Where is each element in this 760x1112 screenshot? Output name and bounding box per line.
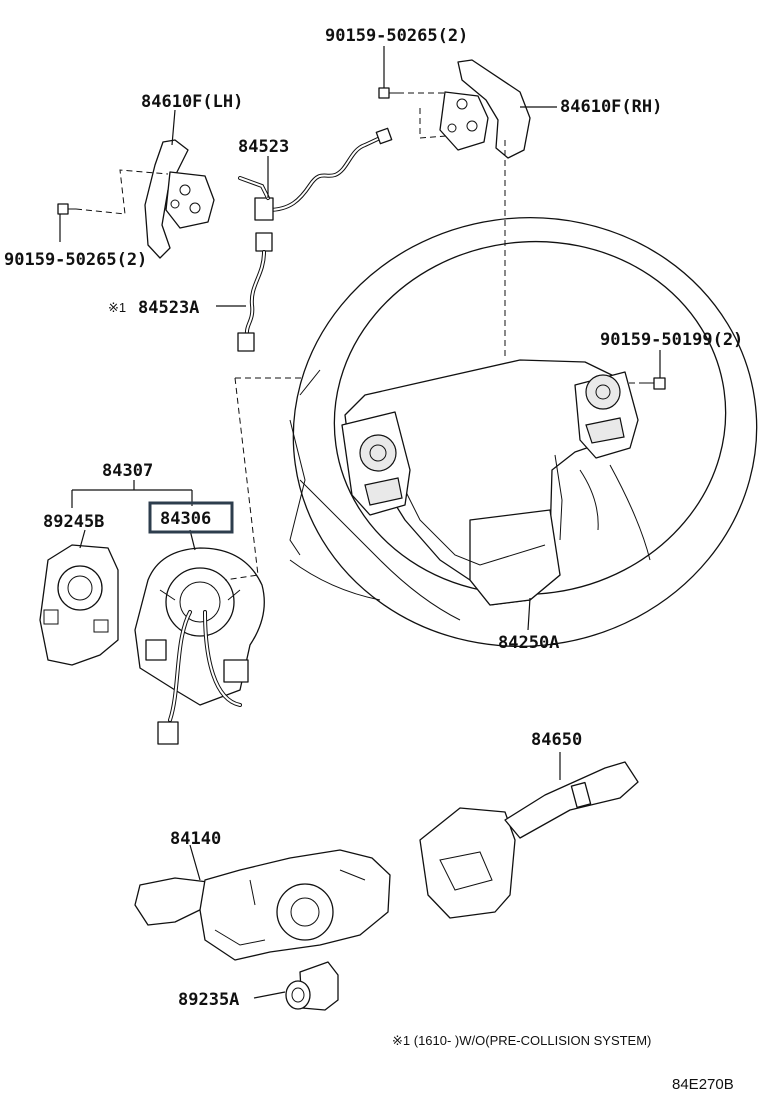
label-84250a[interactable]: 84250A [498, 633, 559, 653]
label-84307[interactable]: 84307 [102, 461, 153, 481]
cover-89245b[interactable] [39, 544, 119, 666]
label-bolt-left[interactable]: 90159-50265(2) [4, 250, 147, 270]
wire-84523a[interactable] [237, 232, 273, 352]
label-paddle-rh[interactable]: 84610F(RH) [560, 97, 662, 117]
assembly-lines [75, 92, 645, 581]
footnote: ※1 (1610- )W/O(PRE-COLLISION SYSTEM) [392, 1033, 651, 1048]
spiral-cable-84306[interactable] [134, 547, 265, 745]
bolt-top[interactable] [378, 87, 398, 99]
label-bolt-right[interactable]: 90159-50199(2) [600, 330, 743, 350]
label-bolt-top[interactable]: 90159-50265(2) [325, 26, 468, 46]
figure-reference: 84E270B [672, 1076, 734, 1093]
steering-wheel[interactable] [265, 188, 760, 676]
label-84650[interactable]: 84650 [531, 730, 582, 750]
wiper-switch-84650[interactable] [419, 761, 639, 919]
label-89245b[interactable]: 89245B [43, 512, 104, 532]
sensor-89235a[interactable] [285, 961, 339, 1011]
wire-84523[interactable] [238, 127, 393, 221]
label-84306[interactable]: 84306 [160, 509, 211, 529]
paddle-shifter-lh[interactable] [144, 139, 215, 259]
highlight-box [148, 501, 234, 534]
bolt-left[interactable] [57, 203, 76, 215]
label-84140[interactable]: 84140 [170, 829, 221, 849]
label-paddle-lh[interactable]: 84610F(LH) [141, 92, 243, 112]
turn-signal-switch-84140[interactable] [134, 849, 391, 961]
label-84523a[interactable]: 84523A [138, 298, 199, 318]
paddle-shifter-rh[interactable] [439, 59, 531, 159]
label-89235a[interactable]: 89235A [178, 990, 239, 1010]
label-84523[interactable]: 84523 [238, 137, 289, 157]
label-84523a-mark: ※1 [108, 300, 126, 315]
